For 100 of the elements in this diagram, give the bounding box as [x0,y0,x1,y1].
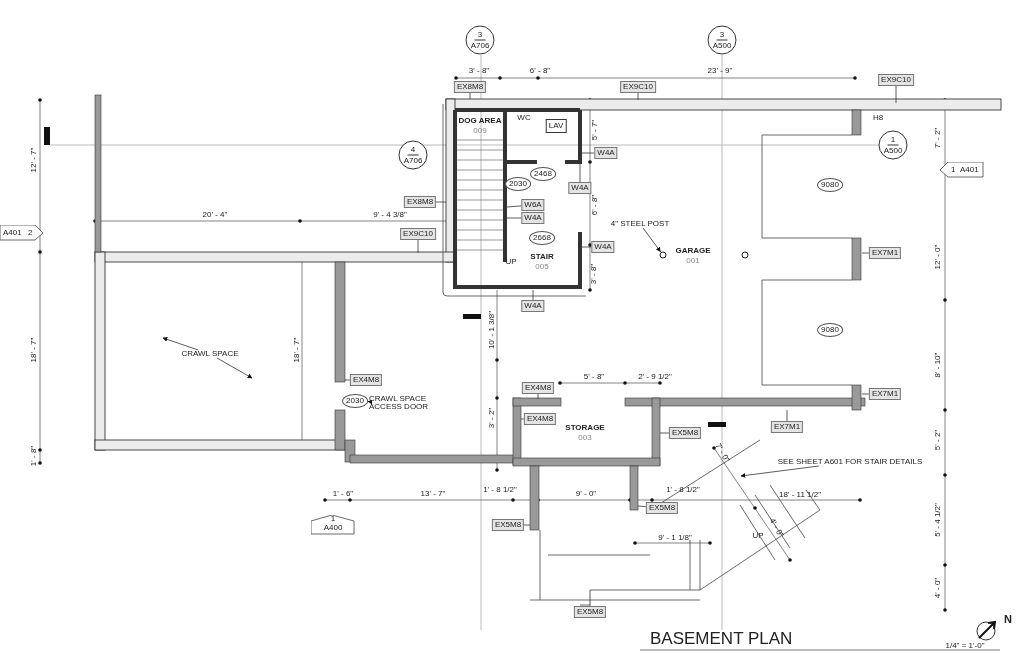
detail-number: 3 [474,30,486,41]
dimension-text: 9' - 0" [575,490,597,498]
dimension-text: 8' - 10" [934,352,942,378]
room-name: STORAGE [565,424,605,432]
fixture-box: LAV [545,119,567,133]
leader-line [637,92,639,101]
wall-tag: EX5M8 [645,502,679,514]
leader-line [637,505,647,508]
note: SEE SHEET A601 FOR STAIR DETAILS [777,458,923,466]
dimension-text: 2' - 9 1/2" [638,373,672,381]
dimension-text: 18' - 7" [30,337,38,363]
dimension-text: 4' - 0" [767,517,785,539]
leader-line [581,246,592,248]
note: 4" STEEL POST [610,220,670,228]
note: UP [752,532,764,540]
leader-line [861,252,870,254]
leader-line [523,524,531,526]
sheet-number: A706 [470,41,490,50]
sheet-number: A706 [403,156,423,165]
wall-tag: EX4M8 [349,374,383,386]
dimension-text: 10' - 1 3/8" [488,310,496,350]
dimension-text: 23' - 9" [707,67,733,75]
elevation-marker [311,515,355,535]
wall-tag: EX9C10 [620,81,656,93]
sheet-number: A500 [883,146,903,155]
section-marker [398,140,428,170]
wall-tag: EX4M8 [521,382,555,394]
room-number: 005 [535,263,549,271]
fixture-label: WC [517,114,531,122]
note: UP [505,258,517,266]
dimension-text: 20' - 4" [202,211,228,219]
wall-tag: EX9C10 [400,228,436,240]
wall-tag: EX7M1 [868,388,902,400]
wall-tag: EX4M8 [523,413,557,425]
drawing-title: BASEMENT PLAN [650,630,793,647]
leader-line [589,589,591,607]
note: CRAWL SPACE ACCESS DOOR [369,395,441,411]
detail-number: 2 [28,229,33,237]
door-tag: 2468 [530,167,556,181]
dimension-text: 7' - 0" [713,442,731,464]
wall-tag: W6A [521,199,545,211]
room-number: 009 [473,127,487,135]
detail-number: 3 [716,30,728,41]
room-name: STAIR [530,253,554,261]
wall-tag: W4A [568,182,592,194]
door-tag: 2030 [342,394,368,408]
dimension-text: 1' - 8 1/2" [666,486,700,494]
leader-line [659,432,670,434]
section-marker [465,25,495,55]
leader-line [579,163,581,183]
dimension-text: 3' - 2" [488,407,496,429]
dimension-text: 3' - 8" [590,263,598,285]
sheet-number: A401 [3,229,22,237]
north-label: N [1004,613,1012,625]
wall-tag: EX7M1 [770,421,804,433]
detail-number: 4 [407,145,419,156]
sheet-number: A400 [323,524,343,532]
leader-line [506,217,522,219]
leader-line [520,418,525,420]
wall-tag: EX9C10 [878,74,914,86]
leader-line [580,152,595,154]
post-symbol [659,251,667,259]
wall-tag: EX8M8 [403,196,437,208]
room-number: 001 [686,257,700,265]
dimension-text: 12' - 7" [30,147,38,173]
detail-number: 1 [330,515,336,523]
wall-tag: W4A [521,300,545,312]
leader-line [344,379,351,381]
leader-line [435,201,447,203]
leader-line [469,92,471,100]
dimension-text: 1' - 8" [30,445,38,467]
wall-tag: EX7M1 [868,247,902,259]
sheet-number: A500 [712,41,732,50]
dimension-text: 13' - 7" [420,490,446,498]
room-name: GARAGE [675,247,711,255]
dimension-text: 6' - 8" [529,67,551,75]
dimension-text: 18' - 11 1/2" [779,491,821,499]
wall-tag: EX8M8 [453,81,487,93]
dimension-text: 3' - 8" [468,67,490,75]
door-tag: 2030 [505,177,531,191]
wall-tag: W4A [591,241,615,253]
leader-line [895,85,897,104]
wall-tag: W4A [521,212,545,224]
dimension-text: 5' - 4 1/2" [934,503,942,537]
dimension-text: 9' - 1 1/8" [658,534,692,542]
elevation-marker [940,162,984,178]
leader-line [786,409,788,422]
leader-line [417,239,419,254]
dimension-text: 12' - 0" [934,244,942,270]
room-name: DOG AREA [458,117,502,125]
dimension-text: 5' - 8" [583,373,605,381]
dimension-text: 5' - 7" [591,119,599,141]
note: H8 [872,114,884,122]
sheet-number: A401 [960,166,979,174]
elevation-marker [0,225,44,241]
dimension-text: 1' - 8 1/2" [483,486,517,494]
leader-line [537,393,539,400]
dimension-text: 1' - 6" [332,490,354,498]
dimension-text: 18' - 7" [293,337,301,363]
room-number: 003 [578,434,592,442]
